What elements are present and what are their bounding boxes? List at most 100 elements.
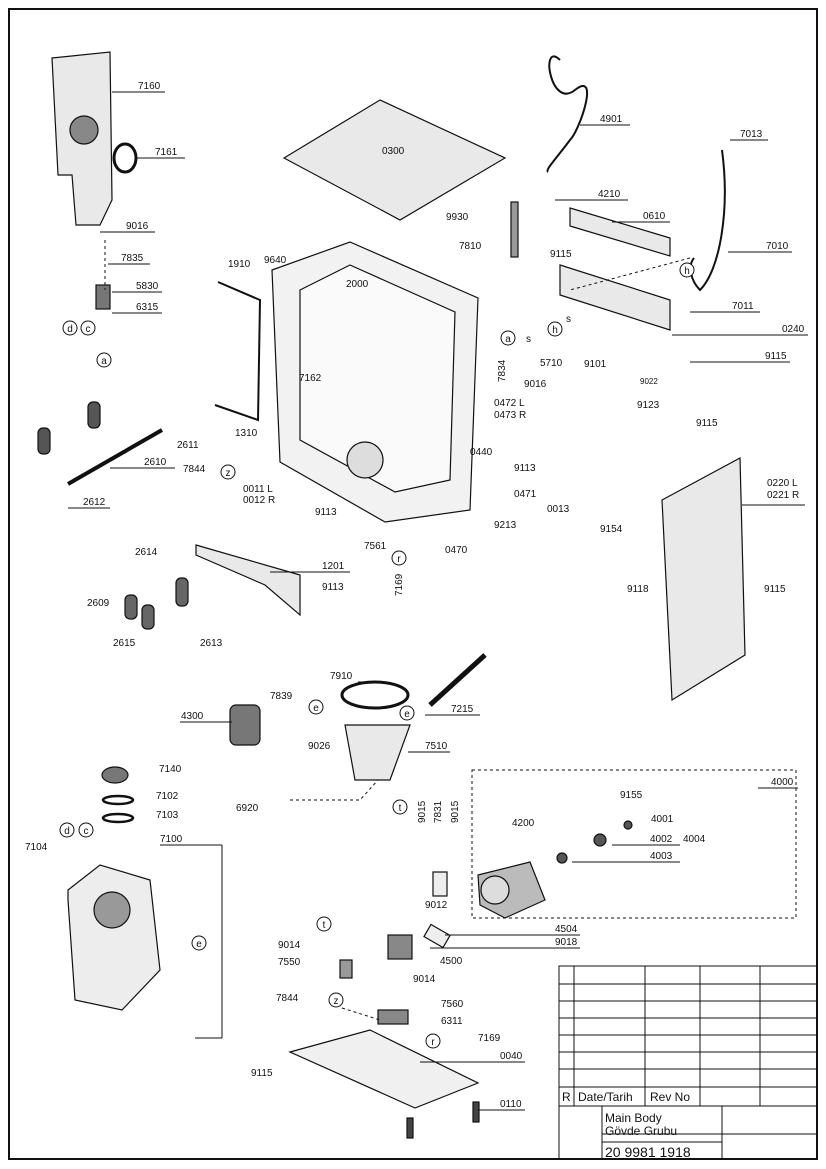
svg-text:c: c <box>86 324 91 335</box>
sheet-frame <box>8 8 818 1160</box>
label-7844a: 7844 <box>183 464 206 475</box>
callout-e-2: e <box>399 705 415 721</box>
label-7560: 7560 <box>441 999 464 1010</box>
label-7510: 7510 <box>425 741 448 752</box>
gasket-ring-7910 <box>340 680 410 710</box>
label-7011: 7011 <box>732 301 754 312</box>
label-0470: 0470 <box>445 545 468 556</box>
ring-7102 <box>101 794 135 806</box>
label-0012: 0012 R <box>243 495 275 506</box>
label-9155: 9155 <box>620 790 643 801</box>
softener-inlet <box>93 891 131 929</box>
label-9015b: 9015 <box>450 800 461 823</box>
pipe-4504 <box>423 923 451 949</box>
svg-text:h: h <box>552 325 558 336</box>
side-panel-0220 <box>661 457 746 702</box>
label-0040: 0040 <box>500 1051 523 1062</box>
pump-group-box <box>471 769 797 919</box>
label-7834: 7834 <box>497 359 508 382</box>
hinge-part-left <box>37 427 51 455</box>
svg-text:h: h <box>684 266 690 277</box>
part-4002 <box>593 833 607 847</box>
label-7010: 7010 <box>766 241 789 252</box>
label-4210: 4210 <box>598 189 621 200</box>
label-0472: 0472 L <box>494 398 525 409</box>
label-0220: 0220 L <box>767 478 798 489</box>
label-9115b: 9115 <box>765 351 787 362</box>
label-7215: 7215 <box>451 704 474 715</box>
callout-z-2: z <box>328 992 344 1008</box>
tub-inner <box>299 264 456 493</box>
cover-0610 <box>569 207 671 257</box>
svg-text:e: e <box>404 709 410 720</box>
callout-t-2: t <box>316 916 332 932</box>
inlet-hose <box>546 55 589 173</box>
label-9213: 9213 <box>494 520 517 531</box>
callout-t-1: t <box>392 799 408 815</box>
label-9014b: 9014 <box>413 974 436 985</box>
label-7810: 7810 <box>459 241 482 252</box>
cap-7140 <box>101 766 129 784</box>
svg-text:a: a <box>101 356 107 367</box>
ring-7103 <box>101 812 135 824</box>
label-7550: 7550 <box>278 957 301 968</box>
label-4300: 4300 <box>181 711 204 722</box>
label-7169a: 7169 <box>394 573 405 596</box>
label-4504: 4504 <box>555 924 578 935</box>
label-0300: 0300 <box>382 146 405 157</box>
label-7100: 7100 <box>160 834 183 845</box>
worktop-part <box>282 99 507 221</box>
callout-c: c <box>80 320 96 336</box>
label-7844b: 7844 <box>276 993 299 1004</box>
label-2615: 2615 <box>113 638 136 649</box>
callout-a-2: a <box>500 330 516 346</box>
gasket-ring-7161 <box>112 142 138 174</box>
svg-text:s: s <box>566 314 571 325</box>
callout-e-3: e <box>191 935 207 951</box>
label-9022: 9022 <box>640 377 658 386</box>
label-9016b: 9016 <box>524 379 547 390</box>
label-2613: 2613 <box>200 638 223 649</box>
label-9930: 9930 <box>446 212 469 223</box>
hinge-part-right <box>87 401 101 429</box>
plinth-1201 <box>195 544 301 617</box>
hose-7010 <box>689 149 726 292</box>
dash-line-7844 <box>341 1007 381 1021</box>
sump-7510 <box>344 724 411 781</box>
title-block-rev-mark: R <box>562 1090 571 1104</box>
label-2612: 2612 <box>83 497 106 508</box>
label-9012: 9012 <box>425 900 448 911</box>
svg-text:z: z <box>334 996 339 1007</box>
label-7169b: 7169 <box>478 1033 501 1044</box>
label-0471: 0471 <box>514 489 537 500</box>
label-1910: 1910 <box>228 259 251 270</box>
label-0440: 0440 <box>470 447 493 458</box>
label-7013: 7013 <box>740 129 763 140</box>
label-0240: 0240 <box>782 324 805 335</box>
label-6311: 6311 <box>441 1016 463 1027</box>
tub-sump <box>346 441 384 479</box>
part-2615 <box>141 604 155 630</box>
label-9640: 9640 <box>264 255 287 266</box>
label-9015a: 9015 <box>417 800 428 823</box>
title-block-date-label: Date/Tarih <box>578 1090 633 1104</box>
label-4000: 4000 <box>771 777 794 788</box>
callout-d-2: d <box>59 822 75 838</box>
callout-r-2: r <box>425 1033 441 1049</box>
label-9016a: 9016 <box>126 221 149 232</box>
label-9154: 9154 <box>600 524 623 535</box>
drain-hose-7810 <box>510 201 519 258</box>
label-9101: 9101 <box>584 359 607 370</box>
callout-s-2: s <box>566 314 571 325</box>
label-9118: 9118 <box>627 584 649 595</box>
label-2610: 2610 <box>144 457 167 468</box>
label-9113c: 9113 <box>322 582 344 593</box>
label-7835: 7835 <box>121 253 144 264</box>
dash-line-hoses <box>569 257 691 291</box>
label-1201: 1201 <box>322 561 345 572</box>
label-4004: 4004 <box>683 834 706 845</box>
svg-text:t: t <box>323 920 326 931</box>
part-4003 <box>556 852 568 864</box>
part-4001 <box>623 820 633 830</box>
